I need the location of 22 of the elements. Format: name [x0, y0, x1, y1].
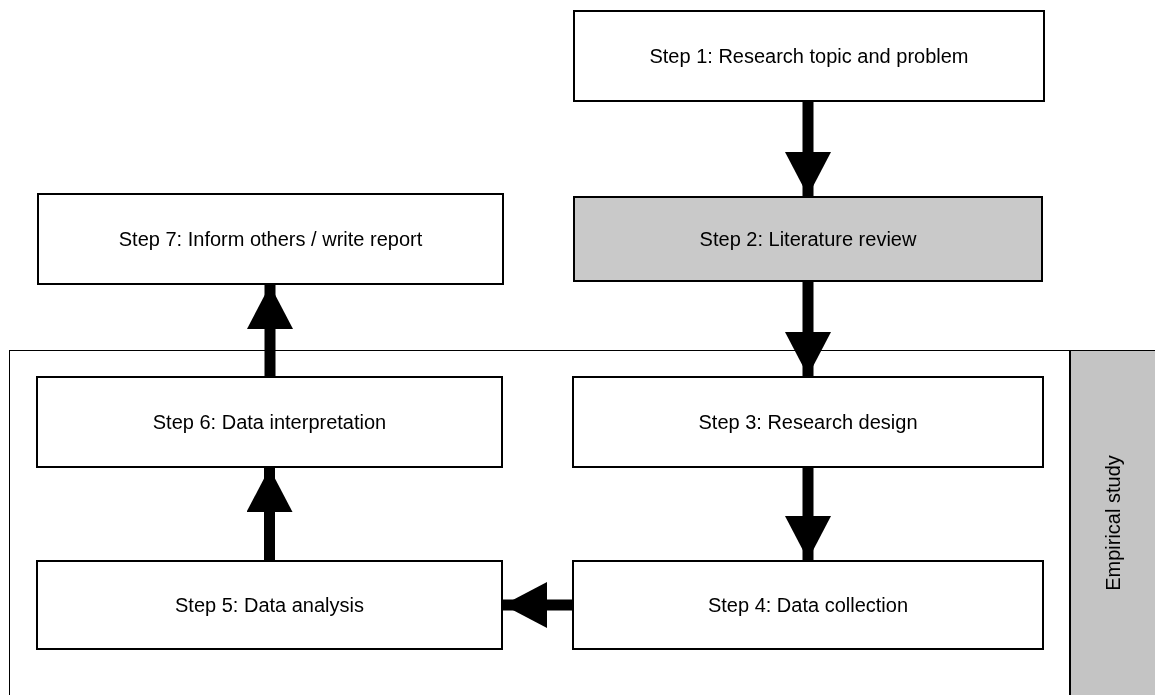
- process-box: [37, 193, 504, 285]
- process-box: [36, 560, 503, 650]
- shaded-process-box: [573, 196, 1043, 282]
- step-label: Step 5: Data analysis: [175, 593, 364, 617]
- process-box: [36, 376, 503, 468]
- arrow: [785, 102, 831, 196]
- arrow: [785, 468, 831, 560]
- arrow: [503, 582, 572, 628]
- step-label: Step 3: Research design: [698, 410, 918, 434]
- step-label: Step 4: Data collection: [707, 593, 909, 617]
- process-box: [572, 376, 1044, 468]
- group-frame: [9, 350, 1155, 695]
- process-box: [572, 560, 1044, 650]
- process-box: [573, 10, 1045, 102]
- arrow: [247, 285, 293, 376]
- step-label: Step 1: Research topic and problem: [649, 44, 969, 68]
- group-label: Empirical study: [1101, 455, 1125, 591]
- step-label: Step 2: Literature review: [699, 227, 917, 251]
- arrow: [785, 282, 831, 376]
- arrow: [246, 468, 293, 560]
- step-label: Step 6: Data interpretation: [152, 410, 387, 434]
- step-label: Step 7: Inform others / write report: [118, 227, 423, 251]
